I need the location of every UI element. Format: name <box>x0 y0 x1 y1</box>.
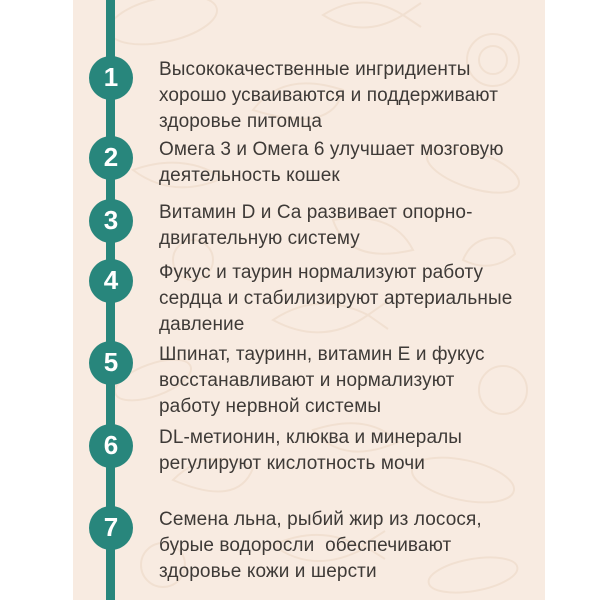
step-text-3: Витамин D и Ca развивает опорно- двигате… <box>159 202 473 249</box>
step-text-1: Высококачественные ингридиенты хорошо ус… <box>159 59 499 132</box>
step-number: 5 <box>103 347 119 377</box>
step-text-2: Омега 3 и Омега 6 улучшает мозговую деят… <box>159 139 504 186</box>
step-number-badge-7: 7 <box>89 506 133 550</box>
step-number: 1 <box>103 62 119 92</box>
step-number: 2 <box>103 142 119 172</box>
step-number-badge-5: 5 <box>89 341 133 385</box>
step-text-4: Фукус и таурин нормализуют работу сердца… <box>159 262 513 335</box>
step-number: 6 <box>103 430 119 460</box>
step-text-7: Семена льна, рыбий жир из лосося, бурые … <box>159 509 482 582</box>
step-number: 4 <box>103 265 119 295</box>
poster-background: 1 Высококачественные ингридиенты хорошо … <box>73 0 545 600</box>
step-number: 7 <box>103 512 119 542</box>
step-number-badge-3: 3 <box>89 199 133 243</box>
step-text-6: DL-метионин, клюква и минералы регулирую… <box>159 427 463 474</box>
step-number-badge-2: 2 <box>89 136 133 180</box>
step-text-5: Шпинат, тауринн, витамин Е и фукус восст… <box>159 344 485 417</box>
step-number: 3 <box>103 205 119 235</box>
step-number-badge-6: 6 <box>89 424 133 468</box>
step-number-badge-1: 1 <box>89 56 133 100</box>
step-number-badge-4: 4 <box>89 259 133 303</box>
food-doodle-pattern-icon <box>108 0 528 594</box>
